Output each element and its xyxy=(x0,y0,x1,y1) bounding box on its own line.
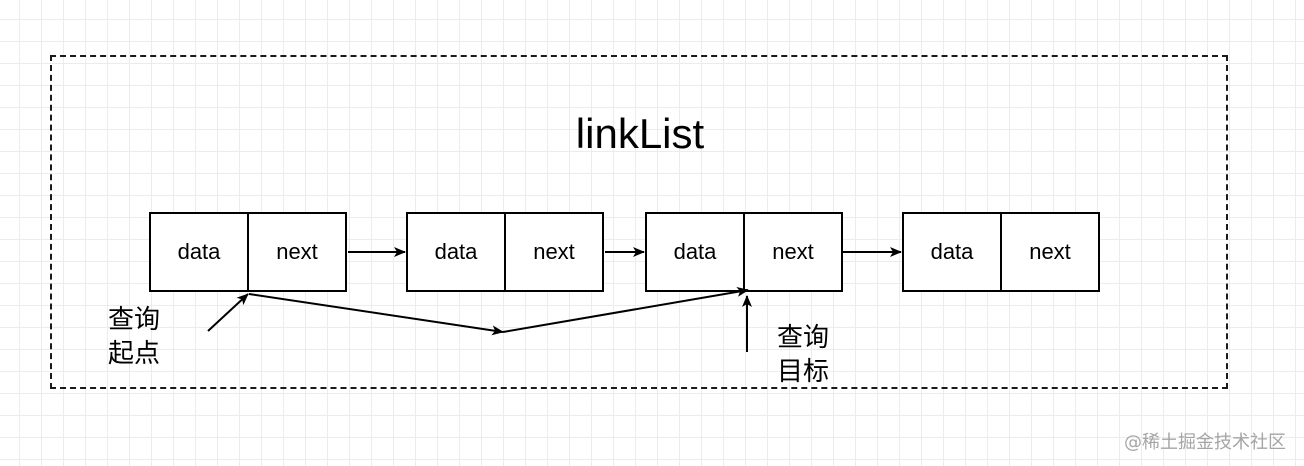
query-start-label: 查询 起点 xyxy=(108,303,160,371)
list-node-2: data next xyxy=(406,212,604,292)
list-node-4: data next xyxy=(902,212,1100,292)
node-next-cell: next xyxy=(743,214,841,290)
node-next-cell: next xyxy=(504,214,602,290)
query-start-line-1: 查询 xyxy=(108,305,161,335)
node-next-cell: next xyxy=(1000,214,1098,290)
node-next-cell: next xyxy=(247,214,345,290)
node-data-cell: data xyxy=(434,239,478,264)
node-data-cell: data xyxy=(930,239,974,264)
traversal-path-segment-1 xyxy=(248,293,504,336)
query-start-line-2: 起点 xyxy=(108,339,161,369)
node-data-cell: data xyxy=(673,239,717,264)
query-target-label: 查询 目标 xyxy=(777,321,829,389)
query-target-line-1: 查询 xyxy=(777,323,830,353)
node-data-cell: data xyxy=(177,239,221,264)
traversal-path-segment-2 xyxy=(502,286,749,333)
query-target-line-2: 目标 xyxy=(777,357,830,387)
linklist-container-frame xyxy=(50,55,1228,389)
list-node-3: data next xyxy=(645,212,843,292)
watermark: @稀土掘金技术社区 xyxy=(1124,432,1286,453)
start-pointer-arrow xyxy=(207,293,249,332)
diagram-title: linkList xyxy=(575,110,705,157)
list-node-1: data next xyxy=(149,212,347,292)
